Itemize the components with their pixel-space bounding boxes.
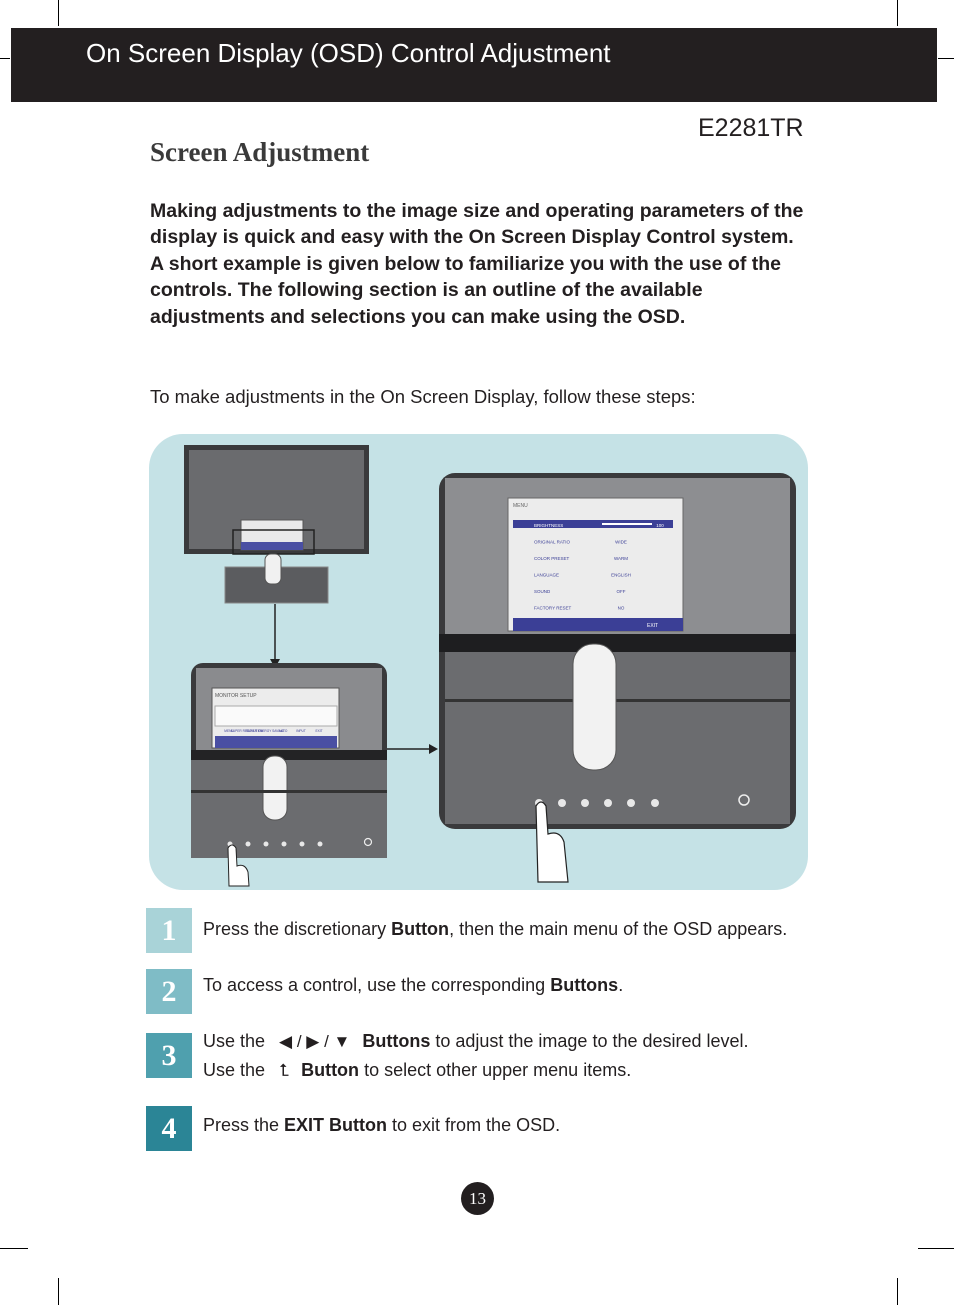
large-monitor: MENU EXIT: [439, 473, 796, 829]
osd-menu-row-label: FACTORY RESET: [534, 606, 572, 611]
osd-menu-row-value: WIDE: [615, 540, 627, 545]
medium-monitor: MONITOR SETUP: [191, 663, 387, 858]
illustration-drawing: MONITOR SETUP MENU EXIT BRIGHTNESS 100ORI…: [184, 445, 796, 887]
osd-menu-row-value: OFF: [617, 589, 626, 594]
step-3-line2-bold: Button: [301, 1060, 360, 1080]
crop-mark: [58, 0, 59, 26]
intro-text: Making adjustments to the image size and…: [150, 198, 810, 330]
step-1-pre: Press the discretionary: [203, 919, 392, 939]
model-number: E2281TR: [698, 114, 804, 142]
finger-pointer-icon: [227, 844, 250, 887]
arrow-buttons-icon: ◀ / ▶ / ▼: [279, 1032, 351, 1051]
crop-mark: [938, 58, 954, 59]
intro-paragraph-1: Making adjustments to the image size and…: [150, 200, 804, 249]
osd-menu-row-value: NO: [618, 606, 625, 611]
small-monitor: [184, 445, 369, 668]
section-title: Screen Adjustment: [150, 137, 370, 167]
brightness-level-bar: [602, 523, 652, 525]
intro-paragraph-2: A short example is given below to famili…: [150, 252, 781, 328]
crop-mark: [0, 1248, 28, 1249]
page-number: 13: [461, 1182, 494, 1215]
step-3-line1-bold: Buttons: [362, 1031, 431, 1051]
step-1-text: Press the discretionary Button, then the…: [203, 915, 787, 943]
monitor-setup-label: MONITOR SETUP: [215, 693, 257, 699]
osd-setup-item-label: EXIT: [315, 729, 322, 733]
step-3-line-2: Use the ⮤ Button to select other upper men…: [203, 1056, 749, 1085]
step-1-bold: Button: [391, 919, 450, 939]
step-1-badge: 1: [146, 908, 192, 953]
crop-mark: [918, 1248, 954, 1249]
step-3-line1-pre: Use the: [203, 1031, 266, 1051]
header-bar: [11, 28, 937, 102]
osd-setup-item-label: AUTO: [279, 729, 288, 733]
step-1-post: , then the main menu of the OSD appears.: [449, 919, 788, 939]
crop-mark: [0, 58, 10, 59]
menu-label: MENU: [513, 503, 528, 509]
finger-pointer-icon: [535, 801, 569, 883]
step-4-pre: Press the: [203, 1115, 285, 1135]
step-3-line2-post: to select other upper menu items.: [359, 1060, 632, 1080]
steps-lead-text: To make adjustments in the On Screen Dis…: [150, 386, 696, 407]
step-3-line-1: Use the ◀ / ▶ / ▼ Buttons to adjust the im…: [203, 1027, 749, 1056]
osd-menu-row-value: 100: [656, 523, 664, 528]
osd-menu-row-value: WARM: [614, 556, 628, 561]
menu-exit-label: EXIT: [647, 623, 658, 629]
step-3-text: Use the ◀ / ▶ / ▼ Buttons to adjust the im…: [203, 1027, 749, 1085]
osd-menu-row-label: SOUND: [534, 589, 551, 594]
crop-mark: [897, 0, 898, 26]
osd-menu-row-label: BRIGHTNESS: [534, 523, 563, 528]
osd-menu-row-value: ENGLISH: [611, 573, 631, 578]
osd-setup-item-label: SUPER RESOLUTION: [231, 729, 264, 733]
osd-menu-row-label: ORIGINAL RATIO: [534, 540, 571, 545]
osd-setup-item-label: SUPER ENERGY SAVING: [246, 729, 284, 733]
step-2-text: To access a control, use the correspondi…: [203, 971, 623, 999]
crop-mark: [58, 1278, 59, 1305]
step-2-bold: Buttons: [550, 975, 619, 995]
step-4-post: to exit from the OSD.: [387, 1115, 561, 1135]
step-3-line2-pre: Use the: [203, 1060, 266, 1080]
crop-mark: [897, 1278, 898, 1305]
osd-setup-item-label: MENU: [224, 729, 234, 733]
step-4-text: Press the EXIT Button to exit from the O…: [203, 1111, 560, 1139]
page-header-title: On Screen Display (OSD) Control Adjustme…: [86, 38, 611, 68]
step-2-post: .: [618, 975, 624, 995]
return-arrow-icon: ⮤: [279, 1061, 290, 1080]
step-3-line1-post: to adjust the image to the desired level…: [430, 1031, 749, 1051]
step-4-badge: 4: [146, 1106, 192, 1151]
osd-setup-item-label: INPUT: [296, 729, 306, 733]
osd-menu-row-label: LANGUAGE: [534, 573, 559, 578]
step-2-pre: To access a control, use the correspondi…: [203, 975, 551, 995]
step-4-bold: EXIT Button: [284, 1115, 388, 1135]
osd-menu-row-label: COLOR PRESET: [534, 556, 570, 561]
step-3-badge: 3: [146, 1033, 192, 1078]
step-2-badge: 2: [146, 969, 192, 1014]
